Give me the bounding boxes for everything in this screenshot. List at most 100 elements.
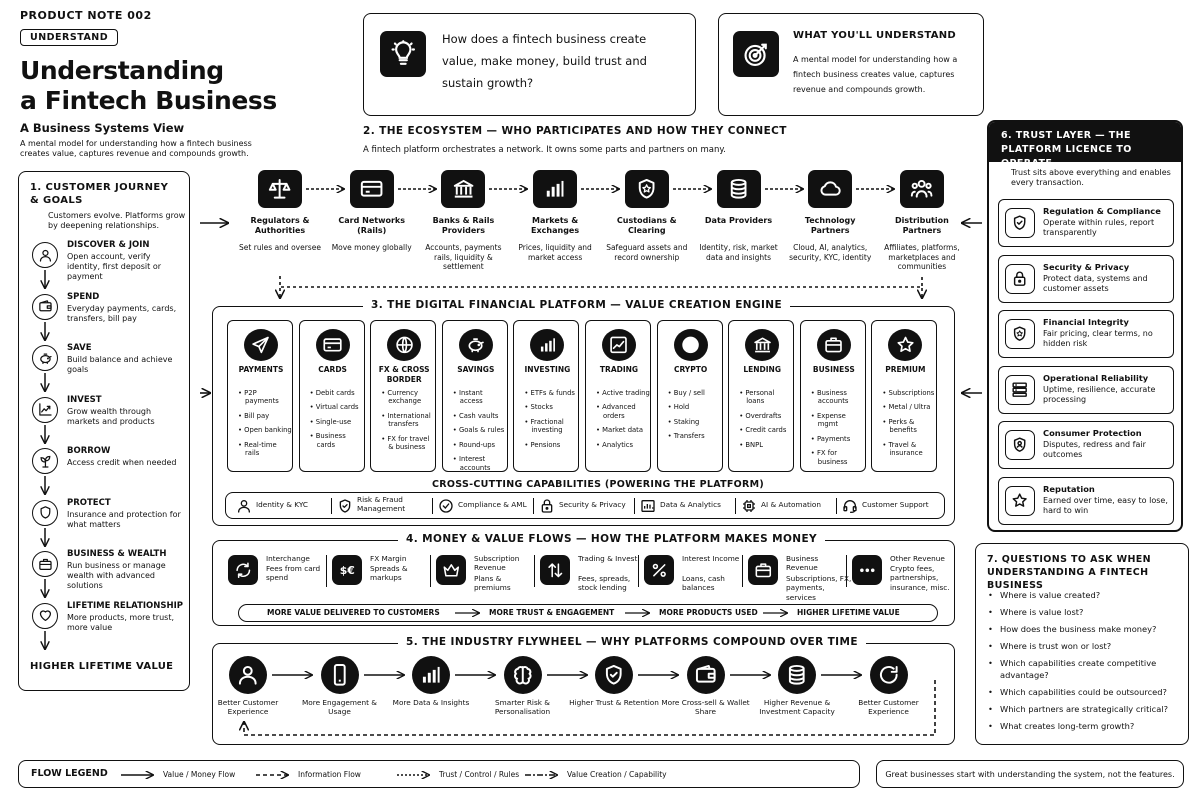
question-item: •Where is value created? (988, 590, 1184, 602)
journey-title: 1. CUSTOMER JOURNEY & GOALS (30, 182, 169, 206)
revenue-stream-name: Interchange (266, 554, 310, 563)
brain-icon (503, 656, 542, 694)
capability-label: Security & Privacy (559, 500, 626, 509)
ecosystem-participant-text: Identity, risk, market data and insights (699, 243, 778, 262)
journey-arrow (37, 373, 53, 395)
journey-step-text: Build balance and achieve goals (67, 355, 173, 375)
product-feature: • Market data (596, 426, 644, 435)
briefcase-icon (32, 551, 58, 577)
product-card[interactable]: BUSINESS• Business accounts• Expense mgm… (799, 320, 866, 472)
ecosystem-participant-name: Regulators & Authorities (250, 216, 310, 236)
value-chain-arrow (625, 607, 653, 619)
journey-step-text: More products, more trust, more value (67, 612, 175, 632)
capability-label: AI & Automation (761, 500, 821, 509)
ecosystem-arrow (856, 182, 898, 196)
product-feature: • Hold (667, 403, 690, 412)
product-feature: • FX for business (810, 449, 848, 466)
product-card[interactable]: CARDS• Debit cards• Virtual cards• Singl… (298, 320, 365, 472)
journey-step-title: INVEST (67, 394, 102, 405)
product-card[interactable]: PAYMENTS• P2P payments• Bill pay• Open b… (227, 320, 293, 472)
product-name: PREMIUM (885, 365, 926, 374)
ecosystem-participant-text: Prices, liquidity and market access (518, 243, 592, 262)
question-text: What creates long-term growth? (1000, 721, 1135, 732)
product-name: INVESTING (524, 365, 571, 374)
revenue-stream-name: Business Revenue (786, 554, 819, 573)
legend-item-label: Trust / Control / Rules (439, 770, 520, 779)
journey-step-title: BUSINESS & WEALTH (67, 549, 167, 559)
revenue-stream-name: FX Margin (370, 554, 407, 563)
product-name: PAYMENTS (238, 365, 284, 374)
bullet: • (988, 686, 993, 697)
question-item: •Which partners are strategically critic… (988, 704, 1184, 716)
question-box: How does a fintech business create value… (363, 13, 696, 116)
product-feature: • Perks & benefits (882, 417, 917, 435)
target-icon (733, 31, 779, 77)
ecosystem-arrow (397, 182, 440, 196)
product-card[interactable]: SAVINGS• Instant access• Cash vaults• Go… (441, 320, 508, 472)
product-feature: • International transfers (381, 411, 431, 429)
revenue-stream-text: Plans & premiums (474, 574, 511, 593)
database-icon (778, 656, 816, 694)
product-feature: • Stocks (524, 403, 553, 412)
person-icon (32, 242, 58, 268)
trust-item-title: Security & Privacy (1043, 261, 1130, 272)
question-item: •Where is value lost? (988, 607, 1184, 619)
arrows-updown-icon (540, 555, 570, 585)
bitcoin-icon (673, 329, 708, 361)
product-feature: • Expense mgmt (810, 411, 846, 429)
trust-item-title: Financial Integrity (1043, 317, 1129, 327)
product-feature: • Virtual cards (309, 403, 359, 412)
trust-item-text: Fair pricing, clear terms, no hidden ris… (1043, 329, 1153, 349)
product-name: SAVINGS (457, 365, 495, 374)
journey-arrow (37, 270, 53, 292)
revenue-stream-name: Other Revenue (890, 554, 945, 563)
product-card[interactable]: CRYPTO• Buy / sell• Hold• Staking• Trans… (656, 320, 723, 472)
shield-check-icon (595, 656, 633, 694)
bullet: • (988, 590, 993, 600)
piggy-bank-icon (32, 345, 58, 371)
ecosystem-participant-text: Safeguard assets and record ownership (606, 243, 688, 262)
stream-divider (638, 555, 639, 587)
journey-step-text: Access credit when needed (67, 458, 177, 467)
product-card[interactable]: TRADING• Active trading• Advanced orders… (585, 320, 651, 472)
bar-chart-icon (412, 656, 450, 694)
flywheel-step-label: More Cross-sell & Wallet Share (661, 698, 750, 717)
ecosystem-subtitle: A fintech platform orchestrates a networ… (363, 145, 726, 155)
product-features: • Instant access• Cash vaults• Goals & r… (453, 389, 507, 478)
product-card[interactable]: LENDING• Personal loans• Overdrafts• Cre… (728, 320, 795, 472)
database-icon (716, 170, 761, 208)
product-feature: • Credit cards (739, 426, 787, 435)
product-feature: • Round-ups (452, 440, 496, 449)
journey-step-title: LIFETIME RELATIONSHIP (67, 600, 183, 611)
ecosystem-participant-name: Data Providers (704, 216, 773, 225)
wallet-icon (32, 293, 58, 320)
product-feature: • Business accounts (810, 389, 849, 406)
trust-item-title: Consumer Protection (1043, 428, 1142, 438)
ecosystem-participant-text: Set rules and oversee (239, 243, 321, 252)
trust-item-text: Protect data, systems and customer asset… (1043, 273, 1148, 293)
ecosystem-participant-name: Card Networks (Rails) (338, 216, 405, 236)
product-feature: • Metal / Ultra (882, 403, 931, 412)
stream-divider (326, 555, 327, 587)
revenue-stream-text: Fees, spreads, stock lending (578, 574, 631, 593)
flywheel-step-label: More Engagement & Usage (302, 698, 377, 717)
trust-item-title: Reputation (1043, 483, 1095, 494)
product-features: • Personal loans• Overdrafts• Credit car… (739, 389, 793, 455)
product-card[interactable]: FX & CROSS BORDER• Currency exchange• In… (370, 320, 437, 472)
percent-icon (644, 555, 674, 585)
bullet: • (988, 624, 993, 635)
footer-note: Great businesses start with understandin… (885, 770, 1175, 779)
journey-step-text: Run business or manage wealth with advan… (67, 561, 166, 591)
product-name: CARDS (318, 365, 347, 374)
trust-intro: Trust sits above everything and enables … (1011, 168, 1171, 188)
legend-line-sample (525, 769, 561, 781)
product-card[interactable]: INVESTING• ETFs & funds• Stocks• Fractio… (513, 320, 580, 472)
product-card[interactable]: PREMIUM• Subscriptions• Metal / Ultra• P… (871, 320, 938, 472)
